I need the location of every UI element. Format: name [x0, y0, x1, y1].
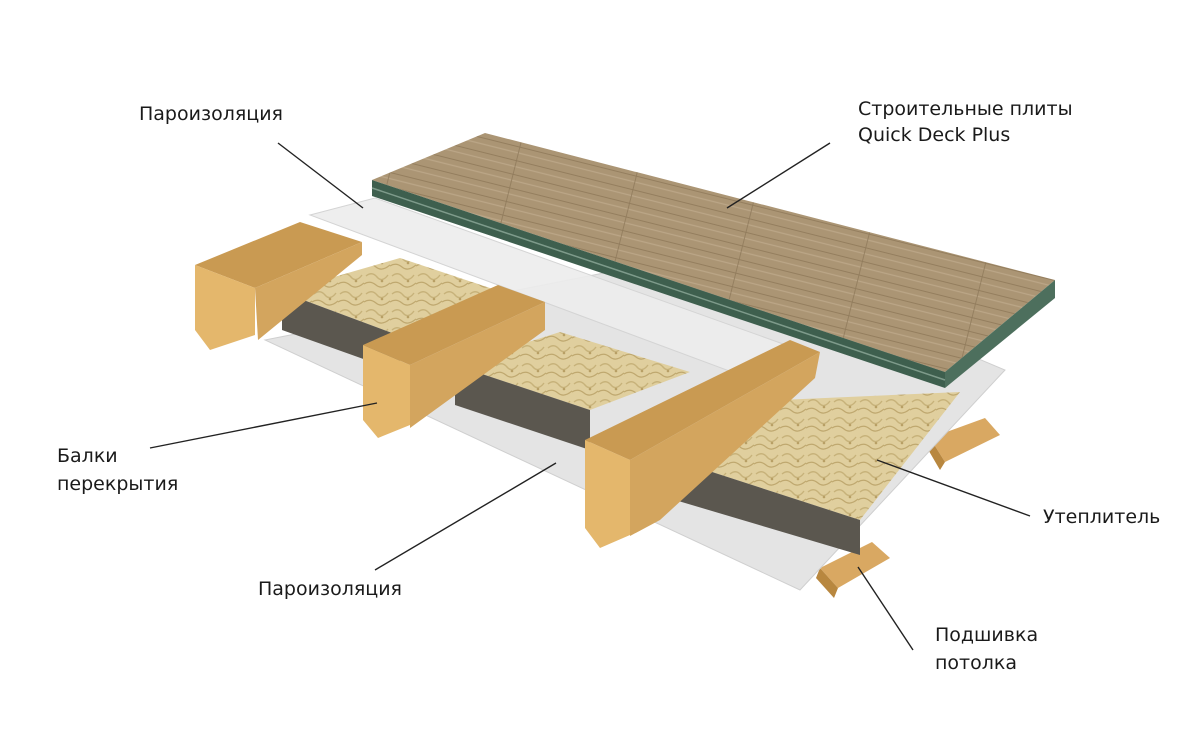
label-joists-line-1: Балки [57, 445, 118, 467]
label-ceiling-line-1: Подшивка [935, 624, 1038, 646]
leader-boards [726, 142, 831, 209]
label-boards-line-2: Quick Deck Plus [858, 124, 1010, 146]
floor-joists [195, 222, 820, 548]
label-joists-line-2: перекрытия [57, 473, 178, 495]
leader-ceiling [857, 566, 914, 651]
deck-top-surface [372, 133, 1055, 372]
leader-vapor-top [277, 142, 364, 209]
leader-lines [149, 142, 1031, 651]
ceiling-board-front-edge [816, 568, 838, 598]
deck-side-edge [945, 280, 1055, 388]
joist-1-side [255, 242, 362, 340]
label-ceiling-line-2: потолка [935, 652, 1017, 674]
ceiling-lining-boards [816, 418, 1000, 598]
label-vapor-barrier-top: Пароизоляция [139, 103, 283, 125]
joist-2-top [363, 285, 545, 365]
leader-vapor-bottom [374, 462, 557, 571]
ceiling-board-front [820, 542, 890, 588]
joist-1-face [195, 265, 255, 350]
label-insulation: Утеплитель [1043, 506, 1160, 528]
leader-joists [149, 402, 378, 449]
joist-3-side [630, 352, 820, 536]
joist-3-top [585, 340, 820, 460]
label-boards-line-1: Строительные плиты [858, 98, 1073, 120]
leader-insulation [876, 459, 1031, 517]
joist-2-side [410, 302, 545, 428]
ceiling-board-back [930, 418, 1000, 462]
quick-deck-boards [371, 133, 1055, 388]
label-vapor-barrier-bottom: Пароизоляция [258, 578, 402, 600]
joist-2-face [363, 345, 410, 438]
joist-3-face [585, 440, 630, 548]
insulation-bay-3-side [675, 460, 860, 555]
insulation-bay-2-side [455, 365, 590, 450]
joist-1-top [195, 222, 362, 288]
labels: Пароизоляция Строительные плиты Quick De… [57, 98, 1160, 674]
